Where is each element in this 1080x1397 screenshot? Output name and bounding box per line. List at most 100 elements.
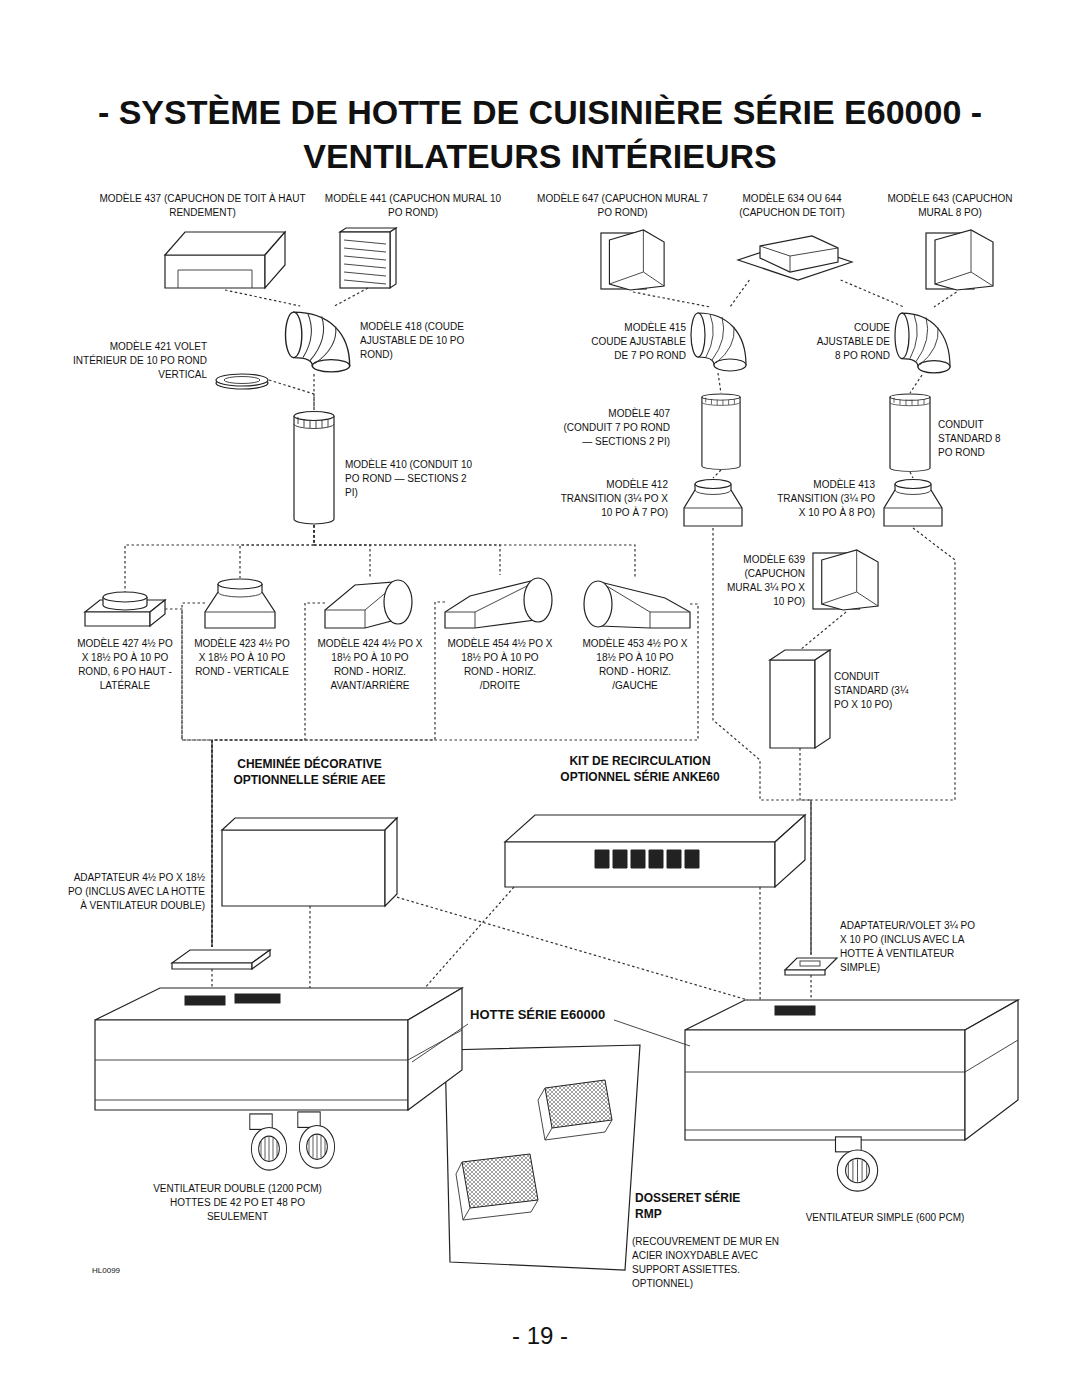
adapter-opening bbox=[800, 961, 820, 966]
roof-cap-hood bbox=[760, 236, 838, 272]
part-node: KIT DE RECIRCULATION OPTIONNEL SÉRIE ANK… bbox=[505, 815, 805, 887]
part-node: ADAPTATEUR 4½ PO X 18½ PO (INCLUS AVEC L… bbox=[172, 947, 270, 969]
transition-427 bbox=[85, 592, 165, 626]
front-opening bbox=[384, 580, 412, 624]
dotted-connector bbox=[713, 470, 721, 478]
roof-cap-edges bbox=[760, 246, 838, 272]
rect-duct bbox=[770, 650, 830, 748]
part-node: MODÈLE 415 COUDE AJUSTABLE DE 7 PO ROND bbox=[688, 307, 748, 373]
louvered-cap-441 bbox=[340, 228, 396, 288]
louver-frame bbox=[340, 232, 390, 288]
kit-grille bbox=[595, 850, 699, 868]
part-node: CONDUIT STANDARD (3¼ PO X 10 PO) bbox=[770, 650, 830, 748]
part-node: MODÈLE 427 4½ PO X 18½ PO À 10 PO ROND, … bbox=[85, 592, 165, 626]
dotted-connector bbox=[309, 906, 310, 988]
part-label: MODÈLE 441 (CAPUCHON MURAL 10 PO ROND) bbox=[318, 192, 508, 220]
roof-cap-437 bbox=[165, 232, 285, 288]
louver-top bbox=[340, 228, 396, 232]
hood-outlet bbox=[775, 1006, 815, 1015]
recirculation-kit bbox=[505, 815, 805, 887]
part-node: MODÈLE 410 (CONDUIT 10 PO ROND — SECTION… bbox=[292, 410, 336, 525]
plate-rack-frame bbox=[456, 1162, 538, 1220]
adapter-front bbox=[172, 963, 252, 969]
chimney-top bbox=[222, 818, 397, 830]
damper-face bbox=[216, 374, 268, 386]
part-node: MODÈLE 647 (CAPUCHON MURAL 7 PO ROND) bbox=[600, 228, 666, 292]
hood-side bbox=[408, 988, 462, 1110]
louver-blades bbox=[344, 240, 386, 284]
cap-front bbox=[165, 255, 265, 288]
page-title: - SYSTÈME DE HOTTE DE CUISINIÈRE SÉRIE E… bbox=[40, 90, 1040, 178]
louver-side bbox=[390, 228, 396, 288]
part-node: CHEMINÉE DÉCORATIVE OPTIONNELLE SÉRIE AE… bbox=[222, 818, 397, 906]
part-node: ADAPTATEUR/VOLET 3¼ PO X 10 PO (INCLUS A… bbox=[785, 955, 837, 975]
transition-423 bbox=[205, 579, 275, 628]
dotted-connector bbox=[934, 292, 957, 307]
part-label: MODÈLE 413 TRANSITION (3¼ PO X 10 PO À 8… bbox=[775, 478, 875, 520]
part-node: VENTILATEUR SIMPLE (600 PCM) bbox=[680, 1000, 1018, 1195]
dotted-connector bbox=[125, 525, 314, 592]
chimney-cover bbox=[222, 818, 397, 906]
duct-407 bbox=[702, 394, 740, 469]
left-edges bbox=[600, 582, 690, 628]
vertical-collar bbox=[218, 579, 262, 589]
hood-double bbox=[95, 988, 462, 1170]
blower bbox=[836, 1137, 878, 1191]
dotted-connector bbox=[425, 887, 514, 988]
dotted-connector bbox=[730, 280, 749, 307]
left-opening bbox=[584, 581, 612, 627]
part-label: MODÈLE 412 TRANSITION (3¼ PO X 10 PO À 7… bbox=[550, 478, 668, 520]
hood-outlet bbox=[235, 994, 280, 1003]
part-label: MODÈLE 634 OU 644 (CAPUCHON DE TOIT) bbox=[722, 192, 862, 220]
dotted-connector bbox=[269, 380, 314, 410]
vertical-body bbox=[205, 584, 275, 628]
dotted-connector bbox=[718, 373, 721, 393]
transition-424 bbox=[325, 580, 412, 628]
part-label: CONDUIT STANDARD 8 PO ROND bbox=[938, 418, 1008, 460]
plate-rack-frame bbox=[538, 1088, 612, 1140]
rect-duct-front bbox=[770, 660, 815, 748]
roof-cap-634 bbox=[738, 236, 852, 280]
chimney-front bbox=[222, 830, 385, 906]
collar-opening bbox=[103, 592, 147, 602]
transition-413 bbox=[884, 480, 942, 527]
part-label: CONDUIT STANDARD (3¼ PO X 10 PO) bbox=[834, 670, 912, 712]
dotted-connector bbox=[240, 525, 314, 578]
part-node: MODÈLE 441 (CAPUCHON MURAL 10 PO ROND) bbox=[340, 228, 396, 288]
part-label: MODÈLE 454 4½ PO X 18½ PO À 10 PO ROND -… bbox=[447, 637, 553, 693]
adapter-double bbox=[172, 950, 270, 969]
part-node: MODÈLE 454 4½ PO X 18½ PO À 10 PO ROND -… bbox=[445, 575, 555, 629]
damper-421 bbox=[216, 374, 268, 389]
cap-side bbox=[265, 232, 285, 288]
plate-rack bbox=[462, 1154, 538, 1208]
dotted-connector bbox=[314, 525, 500, 575]
dotted-connector bbox=[633, 292, 710, 307]
hood-front bbox=[685, 1030, 965, 1140]
part-label: MODÈLE 639 (CAPUCHON MURAL 3¼ PO X 10 PO… bbox=[720, 553, 805, 609]
transition-454 bbox=[445, 578, 552, 628]
hood-crease bbox=[95, 1030, 462, 1100]
leader-line bbox=[412, 1020, 690, 1062]
dotted-connector bbox=[910, 375, 922, 393]
hood-outlet bbox=[185, 996, 225, 1005]
part-node: MODÈLE 423 4½ PO X 18½ PO À 10 PO ROND -… bbox=[205, 578, 275, 628]
hood-front bbox=[95, 1020, 408, 1110]
dotted-connector bbox=[314, 525, 635, 578]
part-node: DOSSERET SÉRIE RMP(RECOUVREMENT DE MUR E… bbox=[440, 1045, 645, 1273]
panel bbox=[445, 1045, 640, 1270]
part-label: MODÈLE 421 VOLET INTÉRIEUR DE 10 PO ROND… bbox=[62, 340, 207, 382]
part-label: MODÈLE 427 4½ PO X 18½ PO À 10 PO ROND, … bbox=[74, 637, 176, 693]
part-node: COUDE AJUSTABLE DE 8 PO ROND bbox=[892, 307, 952, 375]
part-label: VENTILATEUR DOUBLE (1200 PCM) HOTTES DE … bbox=[150, 1182, 325, 1224]
dotted-connector bbox=[910, 472, 913, 478]
hood-top bbox=[685, 1000, 1018, 1030]
dotted-connector bbox=[841, 280, 904, 307]
part-node: MODÈLE 424 4½ PO X 18½ PO À 10 PO ROND -… bbox=[325, 578, 415, 628]
dotted-connector bbox=[397, 897, 748, 1000]
blower bbox=[298, 1112, 335, 1168]
left-body bbox=[600, 582, 690, 628]
part-node: MODÈLE 418 (COUDE AJUSTABLE DE 10 PO RON… bbox=[282, 306, 352, 374]
hood-single bbox=[685, 1000, 1018, 1191]
adapter-single bbox=[785, 958, 837, 975]
